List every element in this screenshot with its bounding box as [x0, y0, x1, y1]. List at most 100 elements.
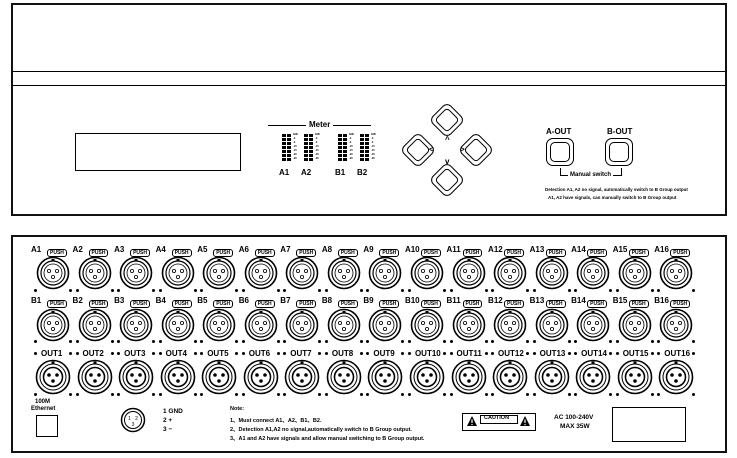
- screw-dot: [152, 352, 156, 355]
- screw-dot: [567, 340, 571, 343]
- xlr-female-connector-icon[interactable]: [327, 256, 361, 290]
- xlr-male-connector-icon[interactable]: [326, 359, 362, 395]
- xlr-female-connector-icon[interactable]: [452, 256, 486, 290]
- xlr-male-connector-icon[interactable]: [492, 359, 528, 395]
- caution-label: CAUTION: [484, 415, 510, 421]
- output-label: OUT4: [165, 349, 187, 358]
- screw-dot: [110, 393, 114, 396]
- xlr-female-connector-icon[interactable]: [244, 256, 278, 290]
- xlr-male-connector-icon[interactable]: [77, 359, 113, 395]
- meter-scale-tick: -15: [371, 149, 375, 152]
- meter-channel-label: B2: [357, 168, 368, 177]
- ethernet-port[interactable]: [36, 415, 58, 437]
- xlr-female-connector-icon[interactable]: [119, 256, 153, 290]
- push-tab: PUSH: [254, 249, 275, 257]
- screw-dot: [158, 289, 162, 292]
- xlr-female-connector-icon[interactable]: [576, 256, 610, 290]
- screw-dot: [200, 393, 204, 396]
- xlr-female-connector-icon[interactable]: [78, 308, 112, 342]
- push-tab: PUSH: [420, 249, 441, 257]
- screw-dot: [324, 340, 328, 343]
- xlr-male-connector-icon[interactable]: [243, 359, 279, 395]
- screw-dot: [567, 289, 571, 292]
- meter-scale-tick: 0dB: [315, 133, 320, 136]
- a-out-button[interactable]: [546, 138, 574, 166]
- meter-scale-tick: -10: [371, 145, 375, 148]
- xlr-male-connector-icon[interactable]: [35, 359, 71, 395]
- xlr-female-connector-icon[interactable]: [493, 308, 527, 342]
- xlr-male-connector-icon[interactable]: [367, 359, 403, 395]
- screw-dot: [407, 340, 411, 343]
- xlr-female-connector-icon[interactable]: [285, 256, 319, 290]
- meter-scale-tick: -30: [293, 157, 297, 160]
- note-line-3: 3、A1 and A2 have signals and allow manua…: [230, 436, 425, 442]
- push-tab: PUSH: [88, 249, 109, 257]
- screw-dot: [235, 340, 239, 343]
- xlr-male-connector-icon: 1 2 3: [120, 407, 146, 433]
- xlr-female-connector-icon[interactable]: [659, 308, 693, 342]
- input-a-label: A7: [280, 245, 291, 254]
- output-label: OUT5: [207, 349, 229, 358]
- meter-scale-tick: -10: [349, 145, 353, 148]
- xlr-female-connector-icon[interactable]: [410, 308, 444, 342]
- screw-dot: [75, 352, 79, 355]
- meter-title: Meter: [306, 120, 334, 129]
- xlr-female-connector-icon[interactable]: [244, 308, 278, 342]
- xlr-male-connector-icon[interactable]: [409, 359, 445, 395]
- b-out-button[interactable]: [605, 138, 633, 166]
- meter-scale-2: 0dB-3-6-10-15-20-30: [315, 133, 323, 163]
- xlr-female-connector-icon[interactable]: [659, 256, 693, 290]
- screw-dot: [491, 393, 495, 396]
- xlr-female-connector-icon[interactable]: [202, 256, 236, 290]
- screw-dot: [152, 393, 156, 396]
- xlr-male-connector-icon[interactable]: [160, 359, 196, 395]
- screw-dot: [401, 393, 405, 396]
- screw-dot: [366, 352, 370, 355]
- xlr-female-connector-icon[interactable]: [535, 256, 569, 290]
- input-b-label: B8: [321, 296, 333, 305]
- xlr-female-connector-icon[interactable]: [368, 308, 402, 342]
- xlr-female-connector-icon[interactable]: [368, 256, 402, 290]
- xlr-female-connector-icon[interactable]: [36, 308, 70, 342]
- xlr-female-connector-icon[interactable]: [618, 308, 652, 342]
- screw-dot: [283, 352, 287, 355]
- xlr-female-connector-icon[interactable]: [119, 308, 153, 342]
- input-b-label: B3: [114, 296, 125, 305]
- meter-channel-label: B1: [335, 168, 346, 177]
- xlr-male-connector-icon[interactable]: [658, 359, 694, 395]
- xlr-male-connector-icon[interactable]: [284, 359, 320, 395]
- xlr-female-connector-icon[interactable]: [452, 308, 486, 342]
- xlr-female-connector-icon[interactable]: [576, 308, 610, 342]
- input-b-label: B13: [529, 296, 545, 305]
- screw-dot: [526, 289, 530, 292]
- screw-dot: [401, 352, 405, 355]
- xlr-female-connector-icon[interactable]: [285, 308, 319, 342]
- xlr-male-connector-icon[interactable]: [201, 359, 237, 395]
- xlr-male-connector-icon[interactable]: [534, 359, 570, 395]
- xlr-female-connector-icon[interactable]: [161, 256, 195, 290]
- warning-triangle-icon: [467, 416, 477, 426]
- xlr-male-connector-icon[interactable]: [451, 359, 487, 395]
- xlr-female-connector-icon[interactable]: [618, 256, 652, 290]
- screw-dot: [117, 289, 121, 292]
- xlr-female-connector-icon[interactable]: [202, 308, 236, 342]
- a-out-label: A-OUT: [546, 127, 572, 136]
- xlr-male-connector-icon[interactable]: [617, 359, 653, 395]
- input-b-label: B12: [488, 296, 503, 305]
- xlr-female-connector-icon[interactable]: [327, 308, 361, 342]
- xlr-male-connector-icon[interactable]: [575, 359, 611, 395]
- xlr-female-connector-icon[interactable]: [535, 308, 569, 342]
- xlr-female-connector-icon[interactable]: [493, 256, 527, 290]
- push-tab: PUSH: [504, 300, 524, 308]
- xlr-female-connector-icon[interactable]: [36, 256, 70, 290]
- screw-dot: [609, 340, 613, 343]
- xlr-female-connector-icon[interactable]: [78, 256, 112, 290]
- screw-dot: [235, 352, 239, 355]
- screw-dot: [276, 340, 280, 343]
- xlr-female-connector-icon[interactable]: [161, 308, 195, 342]
- meter-scale-tick: -30: [349, 157, 353, 160]
- push-tab: PUSH: [545, 300, 566, 308]
- xlr-male-connector-icon[interactable]: [118, 359, 154, 395]
- screw-dot: [609, 393, 613, 396]
- xlr-female-connector-icon[interactable]: [410, 256, 444, 290]
